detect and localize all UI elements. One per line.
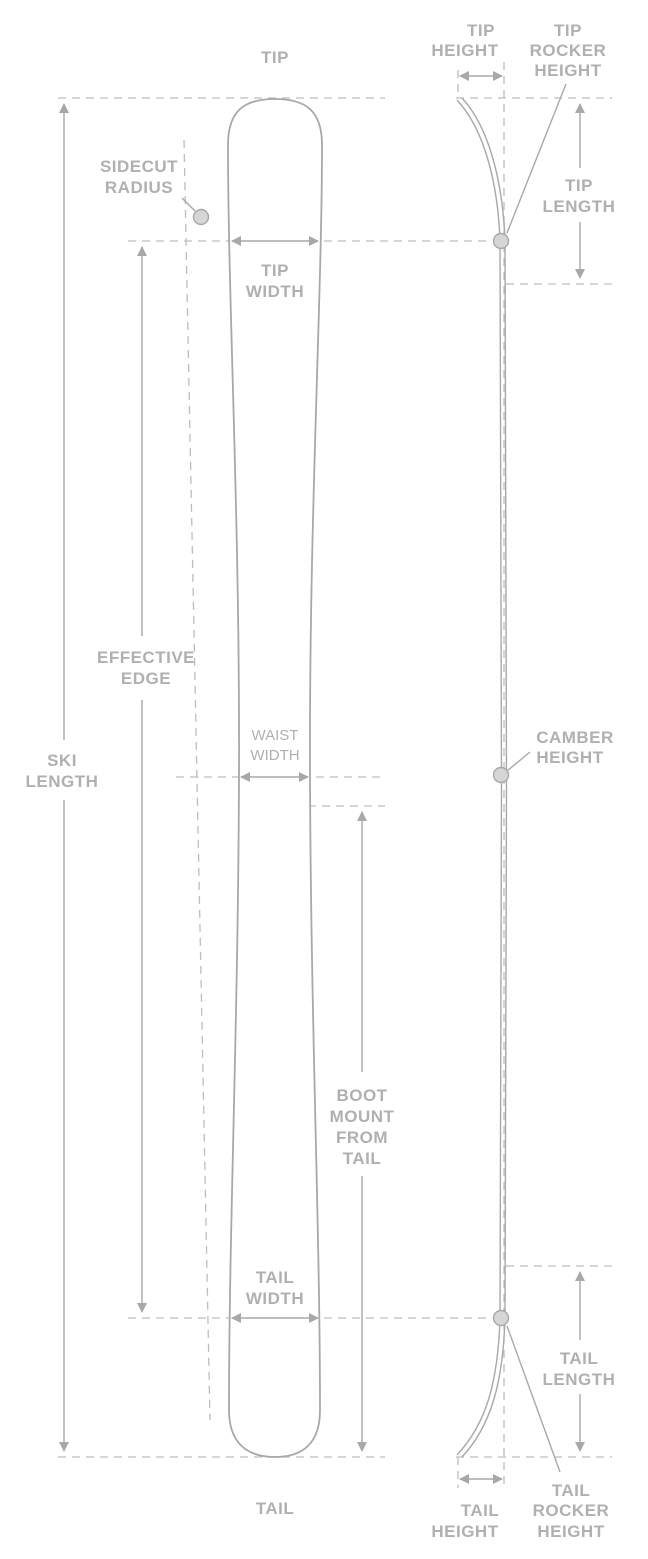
camber-marker (492, 766, 510, 784)
tip-rocker-marker (492, 232, 510, 250)
labels: TIP TAIL SIDECUT RADIUS TIP WIDTH EFFECT… (26, 21, 616, 1541)
effective-edge-line-1: EFFECTIVE (97, 648, 195, 667)
tip-rocker-line-2: ROCKER (530, 41, 607, 60)
tail-rocker-line-3: HEIGHT (537, 1522, 604, 1541)
boot-mount-line-1: BOOT (336, 1086, 387, 1105)
camber-leader (506, 751, 531, 772)
tip-rocker-line-1: TIP (554, 21, 582, 40)
sidecut-radius-marker (192, 208, 210, 226)
ski-length-line-2: LENGTH (26, 772, 99, 791)
tail-length-line-2: LENGTH (543, 1370, 616, 1389)
guide-lines (58, 62, 612, 1490)
sidecut-radius-line-1: SIDECUT (100, 157, 178, 176)
camber-height-line-2: HEIGHT (536, 748, 603, 767)
tip-rocker-line-3: HEIGHT (534, 61, 601, 80)
tail-width-line-2: WIDTH (246, 1289, 304, 1308)
tail-width-line-1: TAIL (256, 1268, 295, 1287)
camber-height-line-1: CAMBER (536, 728, 614, 747)
tip-width-line-2: WIDTH (246, 282, 304, 301)
waist-width-line-2: WIDTH (250, 747, 299, 764)
sidecut-leader (181, 197, 196, 212)
dimension-arrows (59, 71, 585, 1484)
tail-rocker-line-2: ROCKER (533, 1501, 610, 1520)
tip-width-line-1: TIP (261, 261, 289, 280)
effective-edge-line-2: EDGE (121, 669, 171, 688)
boot-mount-line-4: TAIL (343, 1149, 382, 1168)
tip-length-line-2: LENGTH (543, 197, 616, 216)
ski-length-line-1: SKI (47, 751, 77, 770)
waist-width-line-1: WAIST (252, 727, 299, 744)
tip-rocker-leader (506, 83, 567, 234)
tip-label: TIP (261, 48, 289, 67)
boot-mount-line-3: FROM (336, 1128, 388, 1147)
tail-height-line-1: TAIL (461, 1501, 500, 1520)
tail-rocker-marker (492, 1309, 510, 1327)
tip-height-line-1: TIP (467, 21, 495, 40)
tail-length-line-1: TAIL (560, 1349, 599, 1368)
tail-rocker-line-1: TAIL (552, 1481, 591, 1500)
sidecut-radius-arc (183, 139, 211, 1421)
ski-top-view (227, 98, 323, 1458)
leader-lines (181, 83, 567, 1473)
tail-rocker-leader (506, 1325, 561, 1473)
boot-mount-line-2: MOUNT (330, 1107, 395, 1126)
tail-label: TAIL (256, 1499, 295, 1518)
sidecut-radius-line-2: RADIUS (105, 178, 173, 197)
tip-height-line-2: HEIGHT (431, 41, 498, 60)
tip-length-line-1: TIP (565, 176, 593, 195)
tail-height-line-2: HEIGHT (431, 1522, 498, 1541)
